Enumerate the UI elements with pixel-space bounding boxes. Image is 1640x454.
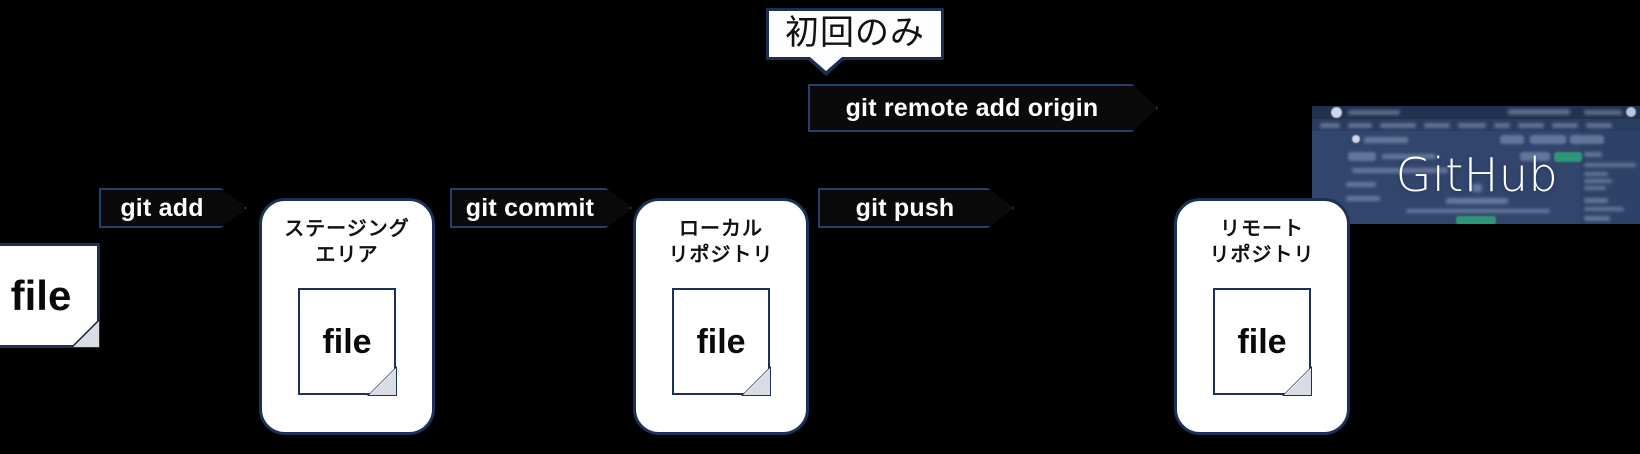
command-arrow-git-add-label: git add: [120, 193, 204, 222]
file-icon-local: file: [672, 288, 771, 397]
github-branch-selector: [1348, 152, 1376, 161]
area-box-staging-area-title: ステージング エリア: [284, 218, 410, 266]
github-search-box: [1508, 109, 1570, 115]
file-icon-staging-fold: [370, 369, 396, 396]
github-repo-name-text: [1364, 137, 1408, 143]
area-box-local-repository: ローカル リポジトリ file: [633, 198, 809, 435]
area-box-local-repository-title: ローカル リポジトリ: [668, 218, 774, 266]
github-watch-button: [1500, 135, 1524, 144]
file-icon-untracked-fold: [73, 321, 99, 347]
github-go-to-file-button: [1520, 152, 1550, 161]
github-overlay-label: GitHub: [1395, 148, 1559, 202]
github-file-row-1: [1352, 168, 1448, 173]
github-fork-button: [1530, 135, 1566, 144]
file-icon-remote: file: [1213, 288, 1312, 397]
github-add-readme-title: [1446, 198, 1508, 204]
github-tab-projects: [1458, 123, 1486, 128]
github-about-heading: [1584, 152, 1602, 157]
github-repo-path-text: [1348, 110, 1400, 115]
github-tab-insights: [1552, 123, 1578, 128]
github-file-row-2: [1346, 182, 1376, 187]
command-arrow-git-push[interactable]: git push: [818, 188, 1014, 228]
github-about-link-3: [1584, 186, 1606, 190]
callout-bubble-first-time-only: 初回のみ: [766, 8, 944, 60]
github-mark-icon: [1331, 107, 1342, 118]
github-topbar-menu: [1584, 110, 1622, 115]
github-star-button: [1570, 135, 1604, 144]
github-tab-wiki: [1494, 123, 1510, 128]
command-arrow-git-add[interactable]: git add: [99, 188, 247, 228]
callout-bubble-tail-inner: [810, 57, 842, 71]
github-tab-actions: [1424, 123, 1450, 128]
github-about-description: [1584, 163, 1636, 167]
github-tab-pull-requests: [1380, 123, 1416, 128]
area-box-staging-area: ステージング エリア file: [259, 198, 435, 435]
github-navbar: [1312, 119, 1640, 131]
github-branch-meta-text: [1382, 154, 1436, 159]
github-releases-text: [1584, 207, 1624, 211]
github-releases-heading: [1584, 198, 1608, 203]
command-arrow-git-commit-label: git commit: [465, 193, 595, 222]
github-tab-security: [1518, 123, 1544, 128]
github-screenshot-inner: [1312, 106, 1640, 224]
file-icon-staging-label: file: [322, 322, 372, 361]
github-user-avatar: [1626, 107, 1636, 117]
command-arrow-git-remote-add-origin[interactable]: git remote add origin: [808, 84, 1158, 132]
github-tab-issues: [1348, 123, 1372, 128]
file-icon-local-fold: [744, 369, 770, 396]
github-about-link-1: [1584, 172, 1608, 176]
file-icon-remote-fold: [1285, 369, 1311, 396]
github-add-readme-button: [1456, 216, 1496, 224]
github-add-readme-subtitle: [1406, 209, 1550, 213]
github-topbar: [1312, 106, 1640, 119]
github-packages-heading: [1584, 216, 1610, 221]
github-code-button: [1554, 152, 1582, 162]
command-arrow-git-push-label: git push: [855, 193, 955, 222]
github-sidebar: [1580, 131, 1640, 224]
github-tab-settings: [1586, 123, 1612, 128]
area-box-remote-repository-title: リモート リポジトリ: [1209, 218, 1315, 266]
file-icon-untracked: file: [0, 243, 100, 348]
file-icon-local-label: file: [696, 322, 746, 361]
callout-bubble-label: 初回のみ: [785, 15, 925, 52]
github-about-link-2: [1584, 179, 1612, 183]
github-tab-code: [1320, 123, 1340, 128]
github-repo-owner-avatar: [1352, 135, 1360, 143]
file-icon-remote-label: file: [1237, 322, 1287, 361]
file-icon-untracked-label: file: [10, 271, 72, 319]
github-file-row-3: [1346, 196, 1380, 201]
github-readme-icon: [1472, 184, 1482, 192]
github-screenshot-thumbnail: GitHub: [1312, 106, 1640, 224]
area-box-remote-repository: リモート リポジトリ file: [1174, 198, 1350, 435]
command-arrow-git-commit[interactable]: git commit: [450, 188, 632, 228]
command-arrow-git-remote-add-origin-label: git remote add origin: [845, 93, 1099, 122]
file-icon-staging: file: [298, 288, 397, 397]
